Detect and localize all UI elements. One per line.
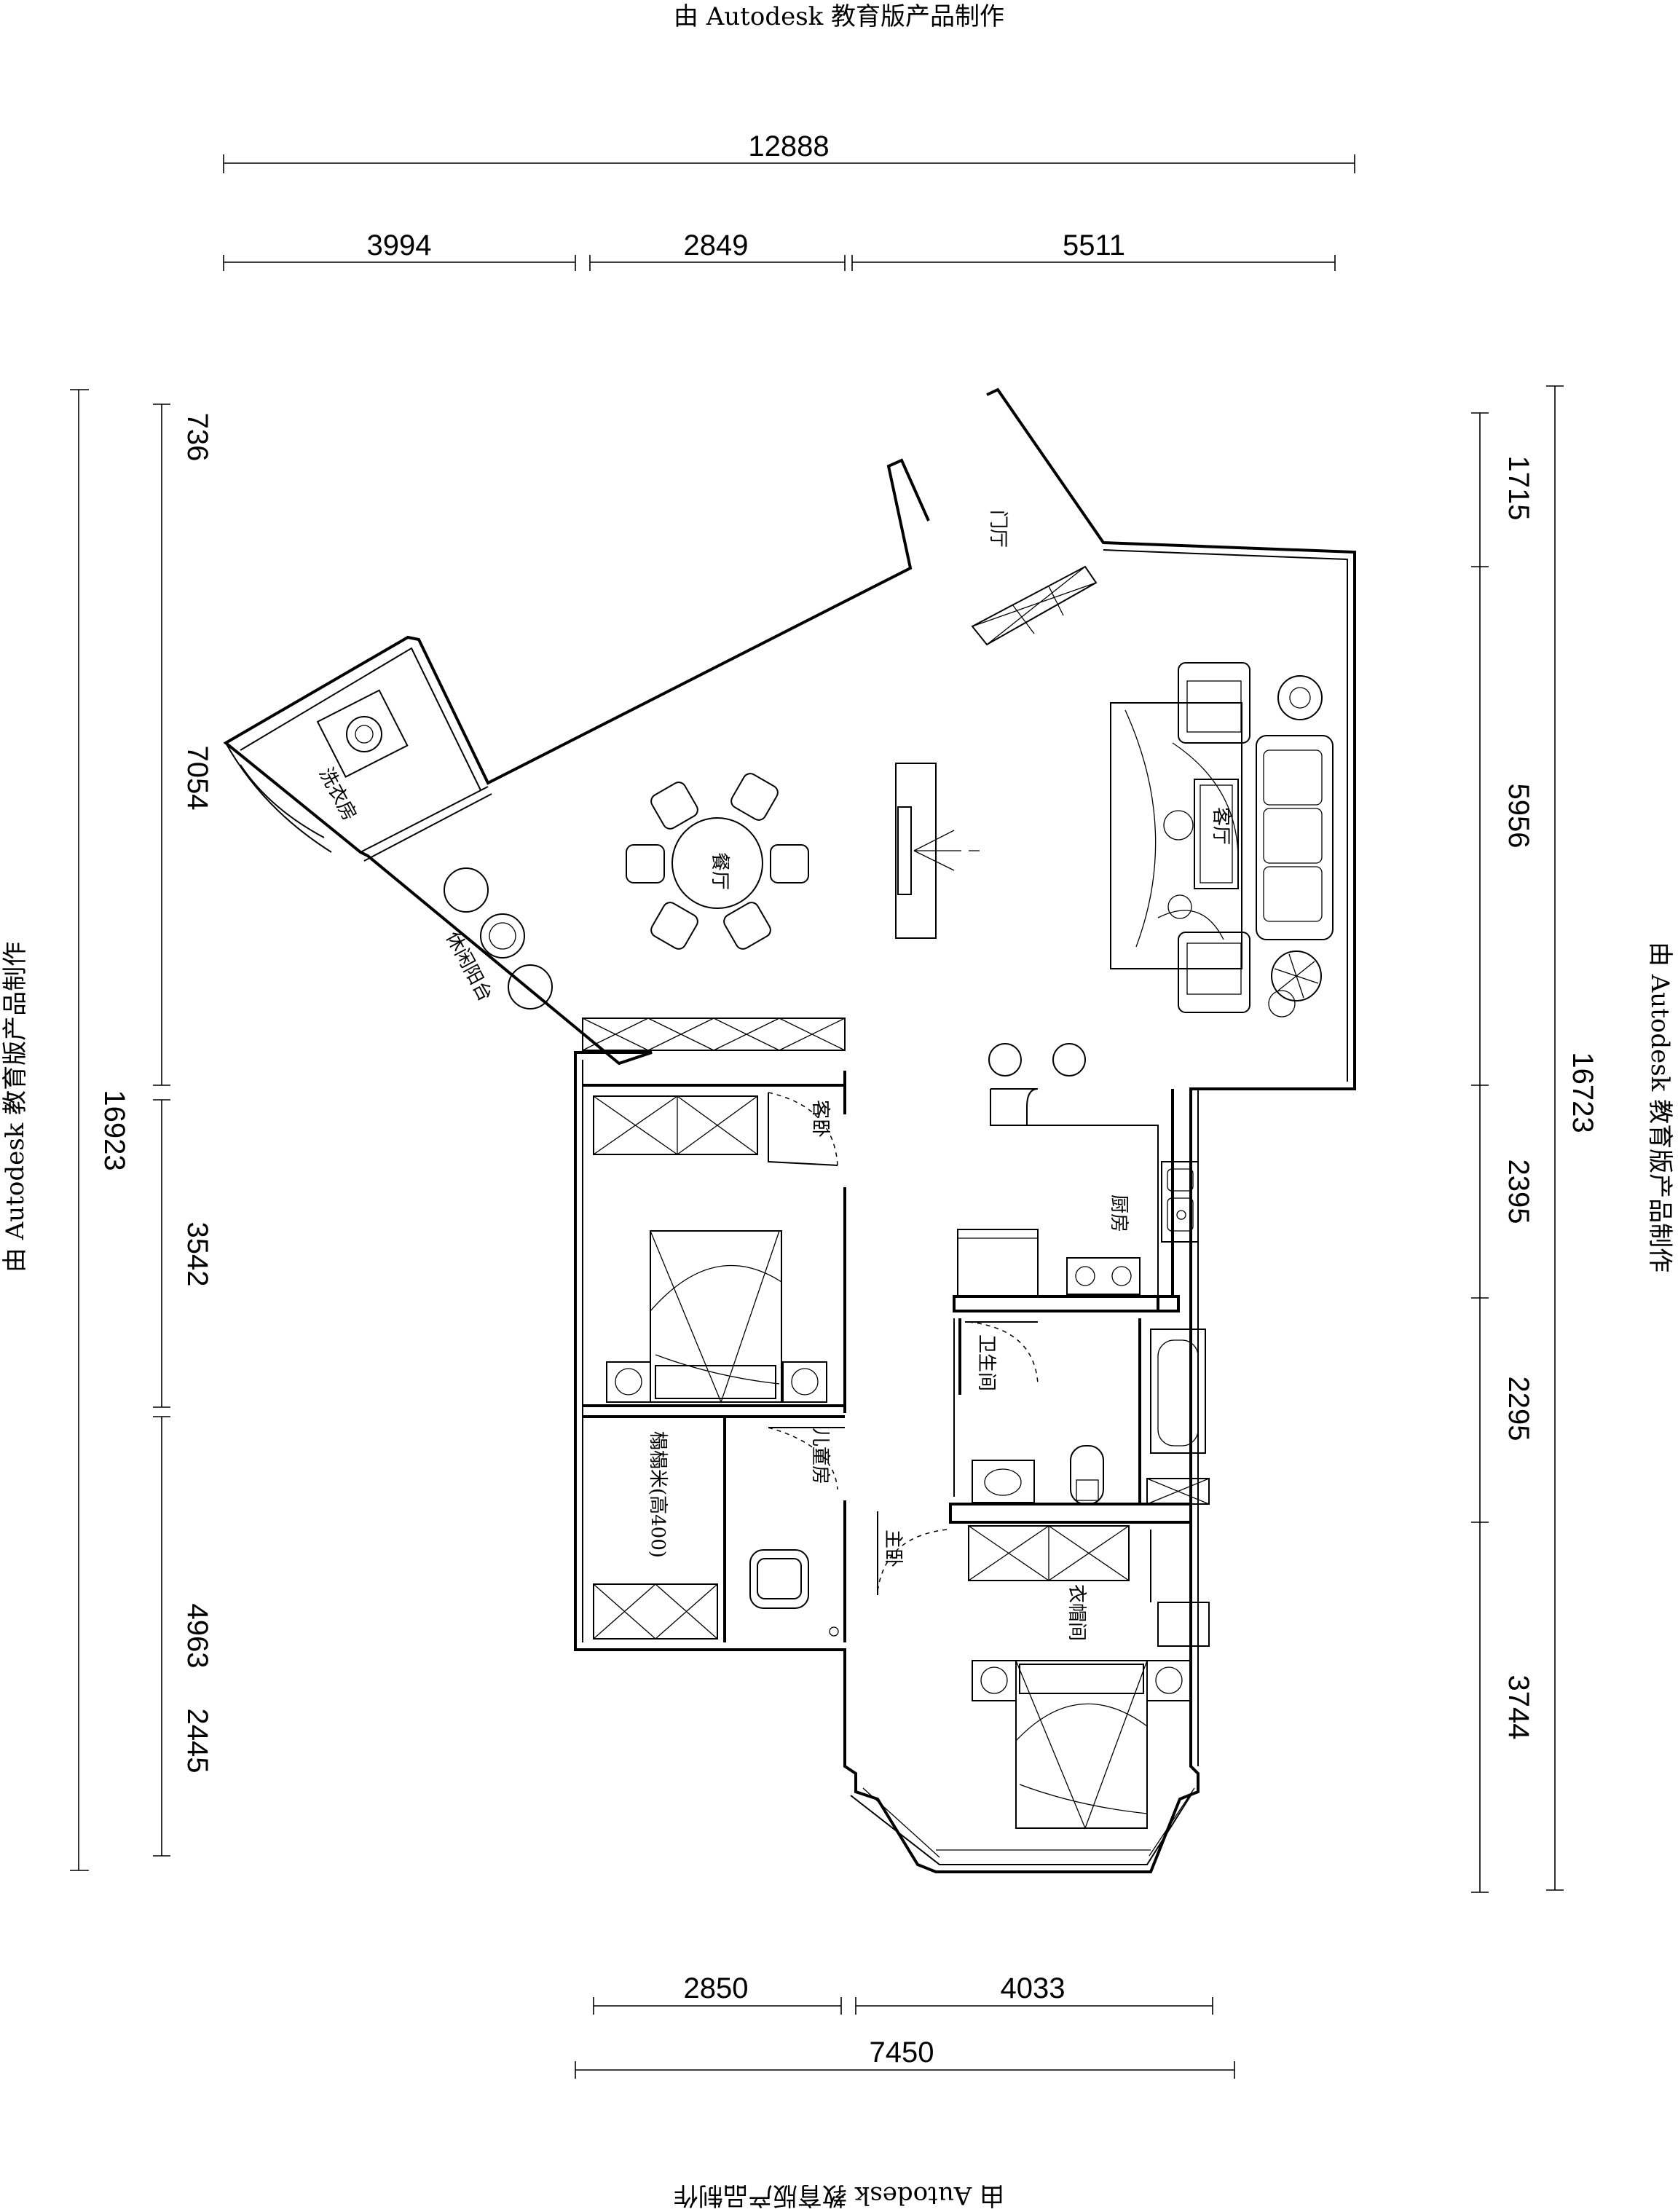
room-guest-bedroom: 客卧 (809, 1100, 831, 1138)
room-kids: 儿童房 (809, 1428, 831, 1484)
guest-bedroom: 客卧 (582, 1018, 846, 1404)
dim-left-seg-4: 4963 (181, 1604, 213, 1669)
washing-machine (316, 689, 409, 778)
dim-right-seg-1: 1715 (1502, 456, 1535, 521)
dim-left-seg-5: 2445 (181, 1709, 213, 1774)
bathroom: 卫生间 (965, 1321, 1210, 1505)
kitchen: 厨房 (957, 1161, 1199, 1297)
balcony-furniture (444, 867, 1086, 1077)
room-foyer: 门厅 (987, 510, 1009, 548)
dim-right-seg-3: 2395 (1502, 1160, 1535, 1224)
watermark-top: 由 Autodesk 教育版产品制作 (674, 2, 1004, 31)
room-walk-in-closet: 衣帽间 (1066, 1584, 1087, 1641)
watermark-right: 由 Autodesk 教育版产品制作 (1645, 942, 1674, 1272)
dim-left-seg-3: 3542 (181, 1222, 213, 1287)
dim-left-seg-2: 7054 (181, 746, 213, 811)
room-living: 客厅 (1210, 807, 1232, 845)
watermark-bottom: 由 Autodesk 教育版产品制作 (674, 2181, 1004, 2210)
dim-bottom-seg-2: 4033 (1001, 1972, 1066, 2004)
bottom-dimensions: 2850 4033 7450 (575, 1972, 1235, 2079)
room-bathroom: 卫生间 (975, 1334, 997, 1391)
dim-top-seg-2: 2849 (684, 229, 749, 261)
walls (223, 387, 1356, 1873)
dim-bottom-total: 7450 (870, 2036, 934, 2069)
dim-left-seg-1: 736 (181, 413, 213, 462)
left-dimensions: 16923 736 7054 3542 4963 2445 (70, 389, 213, 1871)
watermark-left: 由 Autodesk 教育版产品制作 (1, 942, 30, 1272)
tv-cabinet (895, 763, 980, 939)
dim-left-total: 16923 (98, 1090, 130, 1170)
dim-right-seg-2: 5956 (1502, 784, 1535, 849)
room-dining: 餐厅 (709, 852, 730, 890)
dim-top-seg-1: 3994 (367, 229, 432, 261)
dim-bottom-seg-1: 2850 (684, 1972, 749, 2004)
room-tatami: 榻榻米(高400) (647, 1431, 669, 1558)
living-set: 客厅 (1110, 662, 1334, 1018)
room-kitchen: 厨房 (1108, 1194, 1130, 1232)
top-dimensions: 12888 3994 2849 5511 (223, 130, 1355, 271)
foyer-cabinet (971, 565, 1098, 646)
kids-room: 榻榻米(高400) 儿童房 (593, 1427, 845, 1640)
dim-right-seg-4: 2295 (1502, 1377, 1535, 1441)
dim-right-seg-5: 3744 (1502, 1675, 1535, 1740)
dim-top-seg-3: 5511 (1063, 229, 1125, 261)
dim-right-total: 16723 (1567, 1052, 1599, 1133)
room-master-bedroom: 主卧 (882, 1530, 904, 1567)
dining-set: 餐厅 (626, 773, 809, 950)
dim-top-total: 12888 (748, 130, 829, 162)
master-bedroom: 主卧 衣帽间 (877, 1511, 1191, 1830)
right-dimensions: 16723 1715 5956 2395 2295 3744 (1471, 385, 1599, 1893)
